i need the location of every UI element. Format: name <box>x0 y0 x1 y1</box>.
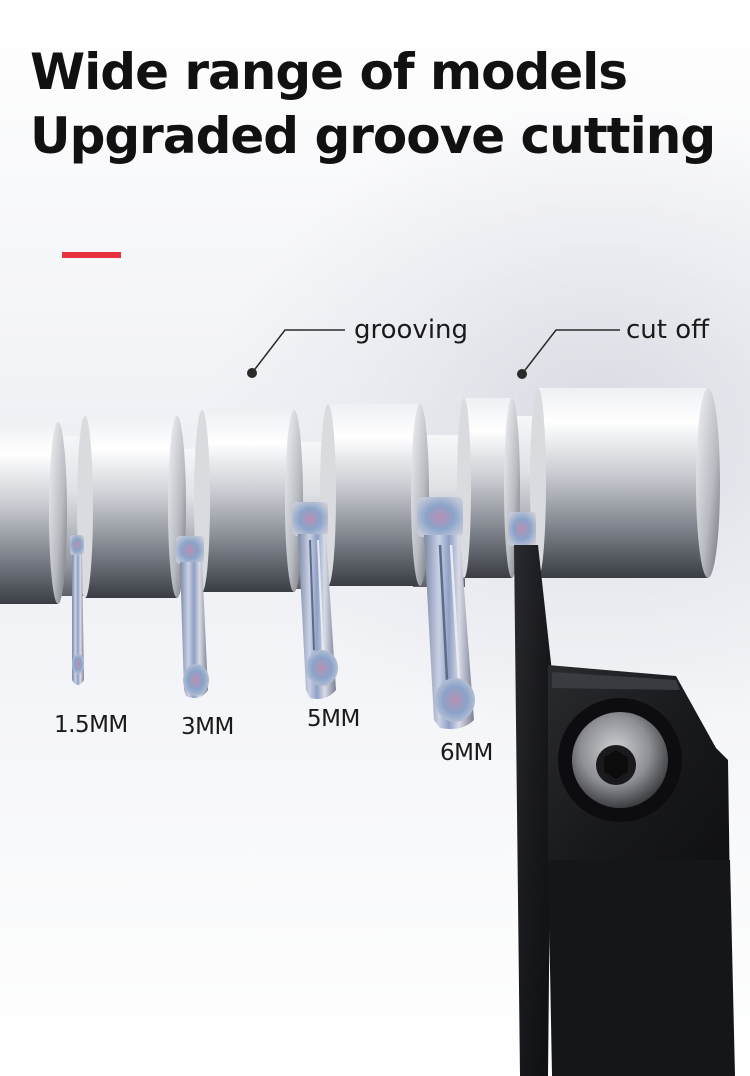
headline: Wide range of models Upgraded groove cut… <box>30 40 716 168</box>
size-label-5mm: 5MM <box>307 706 360 732</box>
headline-line-2: Upgraded groove cutting <box>30 107 716 165</box>
insert-3mm <box>176 536 209 698</box>
insert-1-5mm <box>70 535 84 685</box>
callout-leader-cut-off <box>517 329 620 379</box>
callout-cut-off: cut off <box>626 315 710 345</box>
size-label-3mm: 3MM <box>181 714 234 740</box>
insert-5mm <box>292 502 338 699</box>
insert-6mm <box>417 497 475 729</box>
headline-line-1: Wide range of models <box>30 43 628 101</box>
workpiece-shaft <box>0 388 720 604</box>
callout-leader-grooving <box>247 329 345 378</box>
size-label-1-5mm: 1.5MM <box>54 712 128 738</box>
cut-off-tool-holder <box>508 512 735 1076</box>
accent-bar <box>62 252 121 258</box>
size-label-6mm: 6MM <box>440 740 493 766</box>
callout-grooving: grooving <box>354 315 469 345</box>
